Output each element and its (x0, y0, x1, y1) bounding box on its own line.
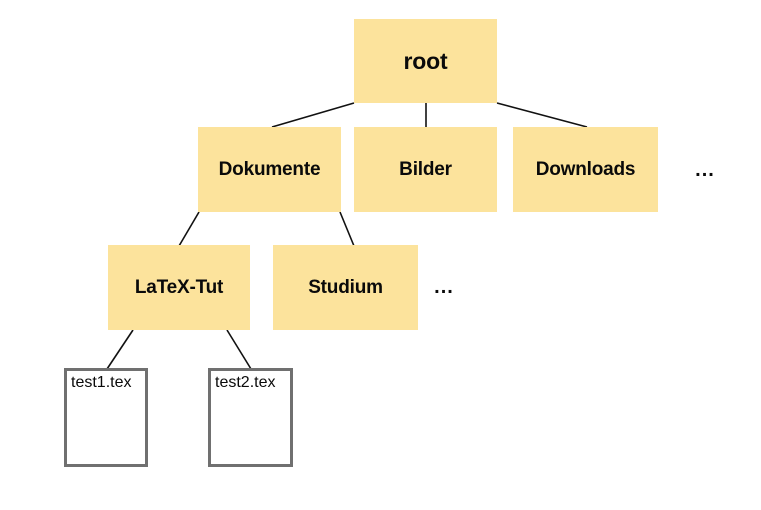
node-file-test1-tex: test1.tex (64, 368, 148, 467)
node-downloads: Downloads (513, 127, 658, 212)
edge-latextut-test2 (226, 329, 252, 370)
edge-latextut-test1 (106, 329, 134, 370)
edge-root-dokumente (271, 102, 355, 128)
node-latex-tut: LaTeX-Tut (108, 245, 250, 330)
node-bilder: Bilder (354, 127, 497, 212)
node-dokumente: Dokumente (198, 127, 341, 212)
node-file-test2-tex: test2.tex (208, 368, 293, 467)
more-siblings-ellipsis-level3: ... (434, 276, 454, 298)
node-studium: Studium (273, 245, 418, 330)
edge-dokumente-studium (339, 211, 355, 247)
edge-root-downloads (496, 102, 588, 128)
node-root: root (354, 19, 497, 103)
more-siblings-ellipsis-level2: ... (695, 159, 715, 181)
edge-dokumente-latextut (178, 211, 200, 247)
